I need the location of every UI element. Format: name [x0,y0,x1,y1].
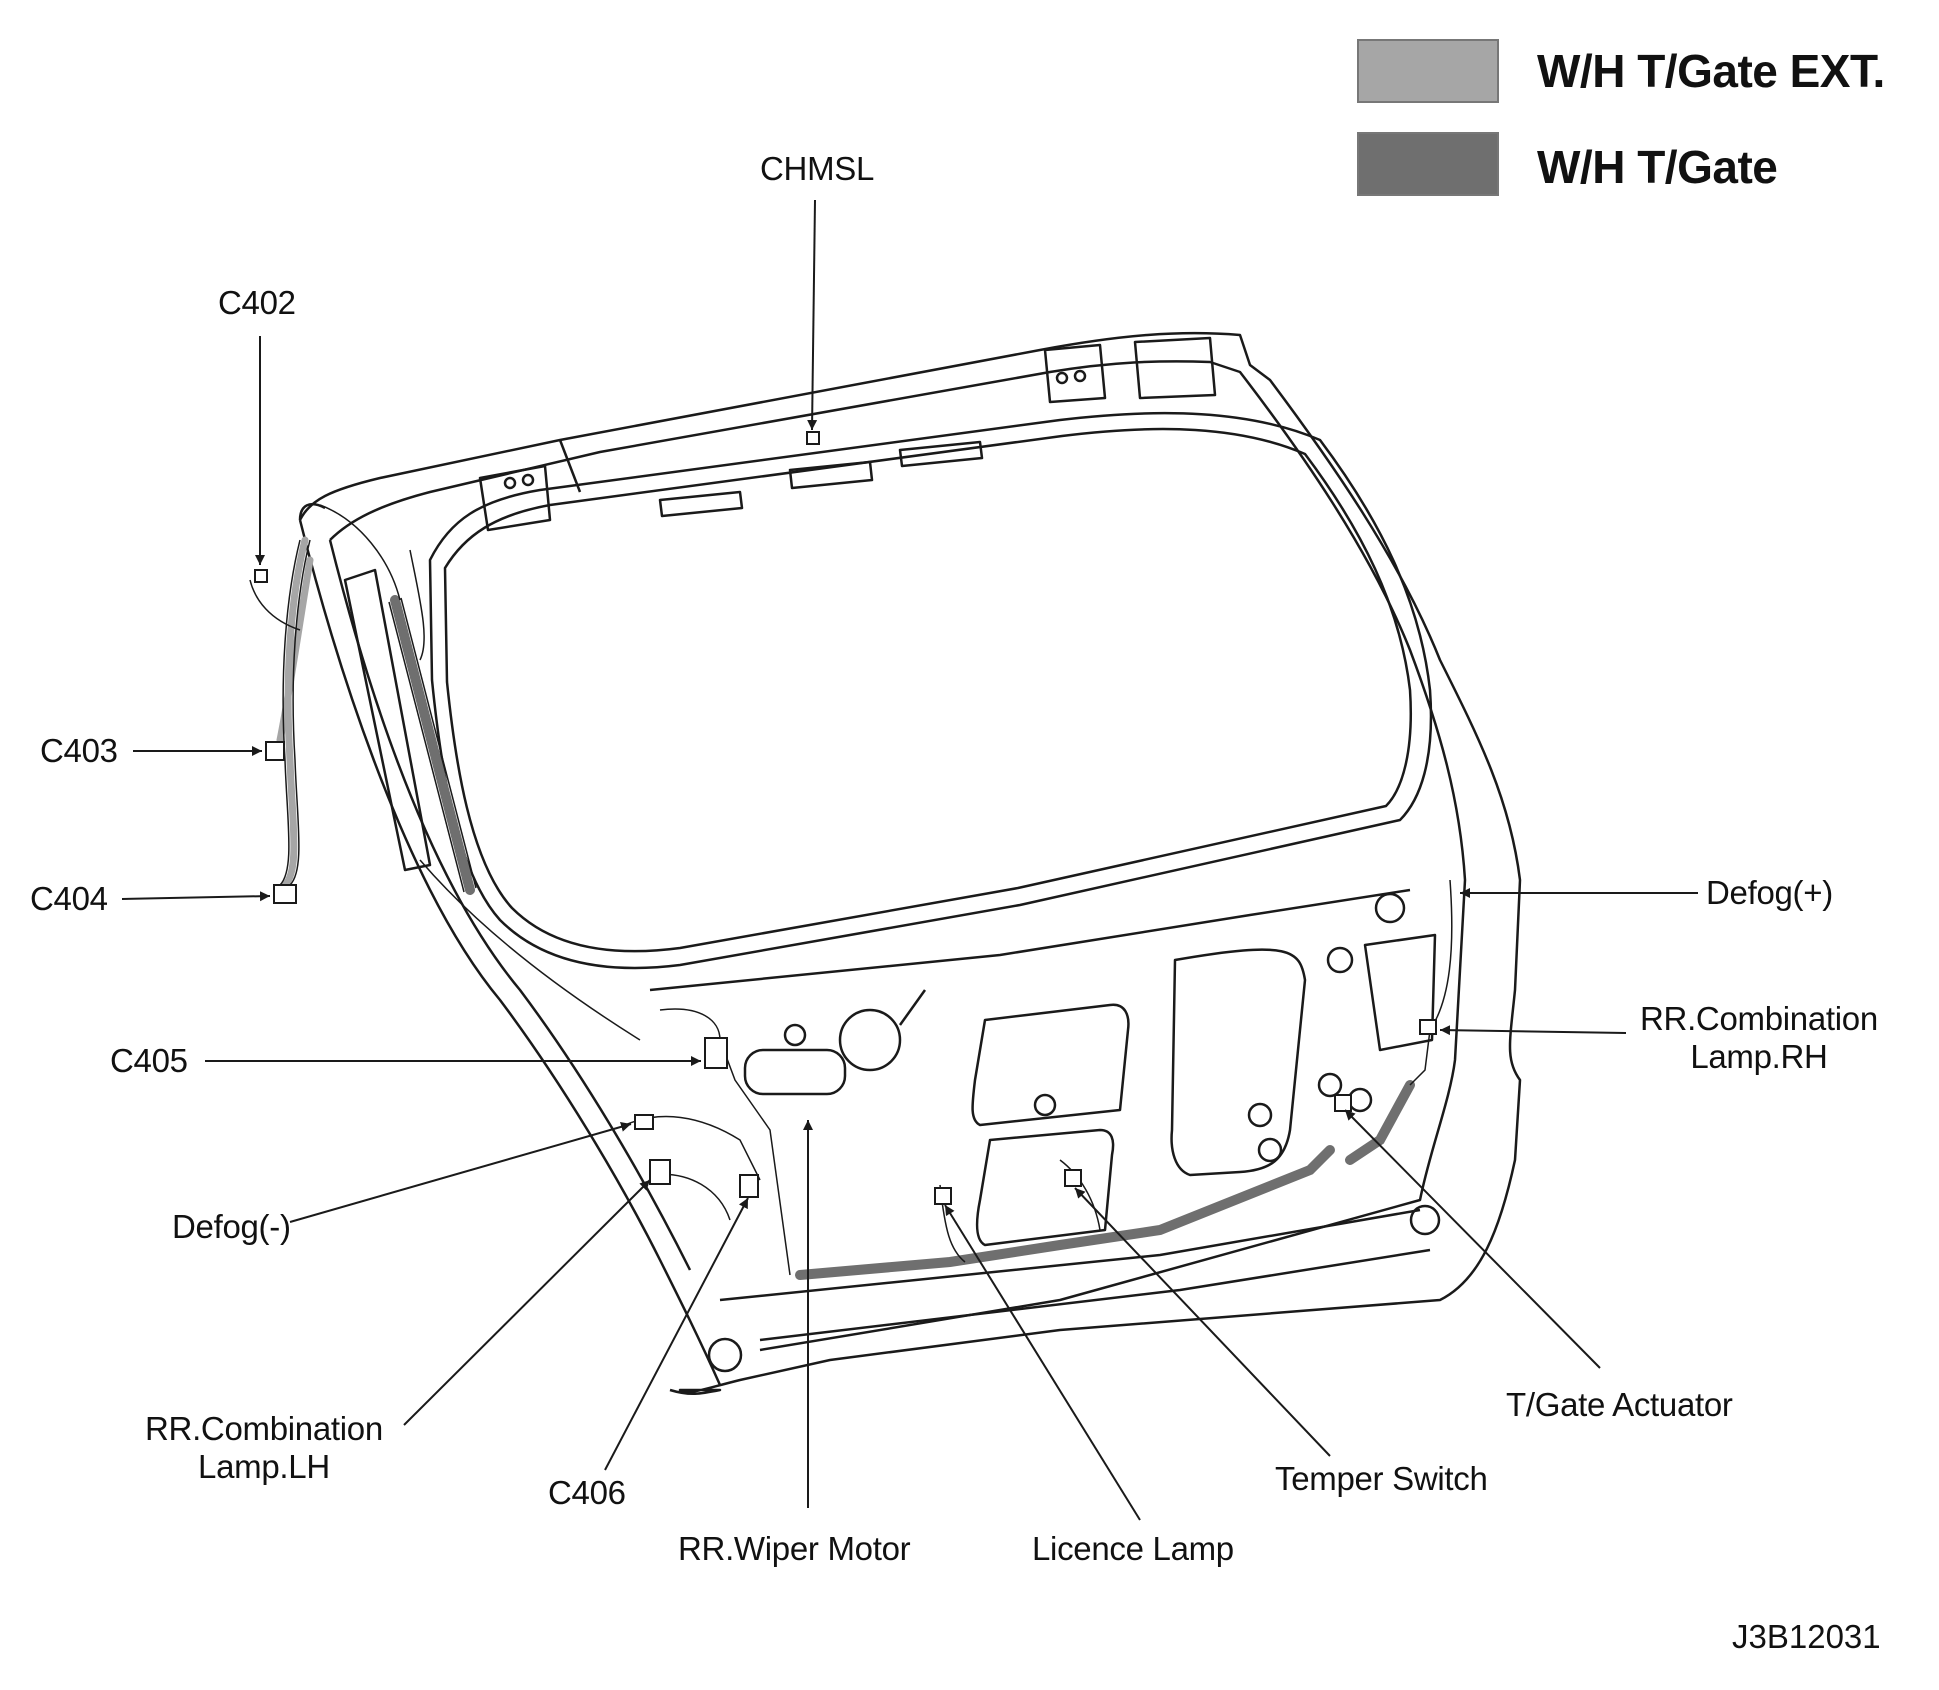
label-rr-wiper-motor: RR.Wiper Motor [678,1530,911,1567]
label-defog-minus: Defog(-) [172,1208,291,1245]
connector-c406 [739,1174,759,1198]
label-tgate-actuator: T/Gate Actuator [1506,1386,1733,1423]
leader-temper-switch [1074,1187,1331,1457]
connector-temper-switch [1064,1169,1082,1187]
connector-rr-comb-lh [649,1159,671,1185]
connector-c405 [704,1037,728,1069]
leader-c404 [121,891,271,902]
label-rr-comb-rh-line1: RR.Combination [1640,1000,1878,1037]
legend-label-tgate-ext: W/H T/Gate EXT. [1537,45,1885,97]
label-defog-plus: Defog(+) [1706,874,1833,911]
label-chmsl: CHMSL [760,150,875,187]
connector-licence-lamp [934,1187,952,1205]
harness-tgate-ext [276,536,314,889]
leader-defog-minus [289,1121,632,1223]
connector-tgate-actuator [1334,1094,1352,1112]
legend-label-tgate: W/H T/Gate [1537,141,1778,193]
leader-rr-comb-lh [403,1179,651,1426]
legend-swatch-tgate-ext [1357,39,1499,103]
leader-rr-comb-rh [1439,1025,1627,1036]
connector-c404 [273,884,297,904]
label-licence-lamp: Licence Lamp [1032,1530,1234,1567]
label-c404: C404 [30,880,108,917]
label-c402: C402 [218,284,296,321]
label-c406: C406 [548,1474,626,1511]
label-rr-comb-lh-line1: RR.Combination [145,1410,383,1447]
tailgate-body [298,331,1522,1395]
legend-swatch-tgate [1357,132,1499,196]
label-rr-comb-lh-line2: Lamp.LH [198,1447,330,1485]
harness-tgate-ext-outline [249,504,1453,1276]
leader-licence-lamp [944,1204,1141,1521]
leader-c406 [604,1197,749,1471]
label-c405: C405 [110,1042,188,1079]
connectors [254,431,1437,1205]
label-c403: C403 [40,732,118,769]
connector-c403 [265,741,285,761]
harness-tgate-outline [388,597,477,893]
connector-defog-minus [634,1114,654,1130]
connector-chmsl [806,431,820,445]
connector-rr-comb-rh [1419,1019,1437,1035]
leader-chmsl [807,199,818,431]
label-rr-combination-lamp-lh: RR.Combination Lamp.LH [145,1410,383,1486]
connector-c402 [254,569,268,583]
leader-lines [121,199,1698,1521]
figure-code: J3B12031 [1732,1618,1881,1655]
harness-tgate [390,595,1415,1280]
label-temper-switch: Temper Switch [1275,1460,1488,1497]
label-rr-combination-lamp-rh: RR.Combination Lamp.RH [1640,1000,1878,1076]
leader-tgate-actuator [1344,1109,1601,1369]
label-rr-comb-rh-line2: Lamp.RH [1690,1037,1828,1075]
